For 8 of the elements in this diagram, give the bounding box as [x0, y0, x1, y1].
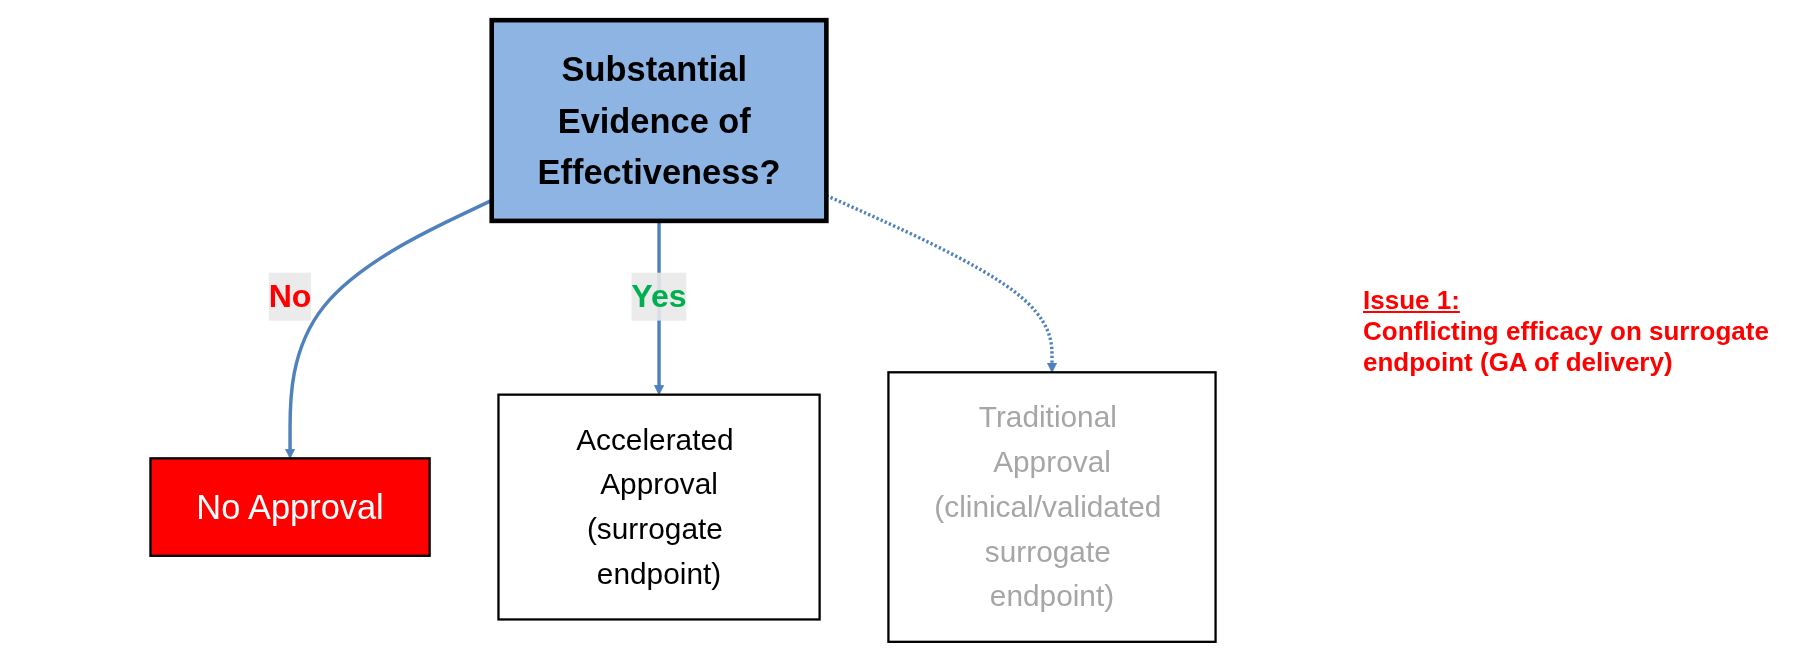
node-box: Traditional Approval (clinical/validated surrogate endpoint) — [887, 371, 1217, 643]
edge-label: Yes — [631, 278, 687, 314]
node-box: Substantial Evidence of Effectiveness? — [489, 17, 829, 224]
edge-label: No — [268, 278, 312, 314]
node-box: Accelerated Approval (surrogate endpoint) — [497, 393, 821, 621]
issue-heading: Issue 1: — [1363, 284, 1461, 316]
node-box: No Approval — [149, 457, 431, 557]
issue-note: Conflicting efficacy on surrogate endpoint (GA of delivery) — [1363, 315, 1770, 378]
